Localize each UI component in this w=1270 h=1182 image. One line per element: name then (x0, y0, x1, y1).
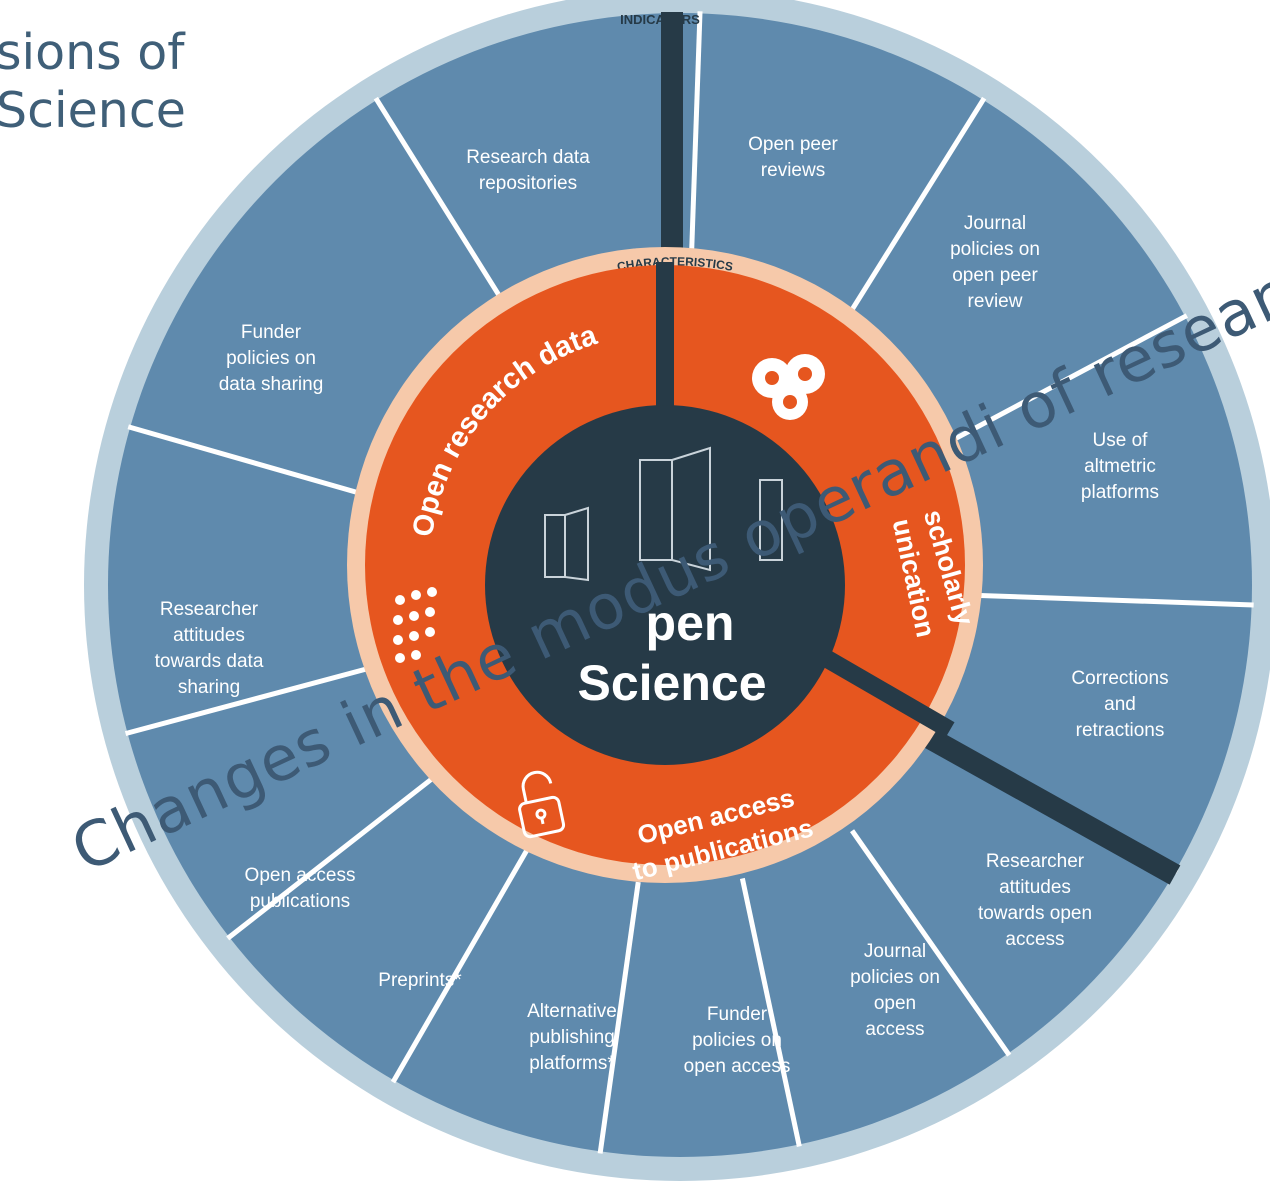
indicator-label-line: Alternative (527, 1001, 617, 1022)
indicator-label-line: publications (250, 891, 350, 912)
indicator-label-line: attitudes (999, 877, 1071, 898)
center-disc (485, 405, 845, 765)
indicator-divider (739, 877, 802, 1147)
indicator-label-line: Funder (707, 1004, 768, 1025)
indicator-label-line: access (1005, 929, 1064, 950)
indicator-label-line: policies on (692, 1030, 782, 1051)
indicator-label-line: platforms (1081, 482, 1159, 503)
indicator-dividers (124, 11, 1254, 1154)
indicator-divider (373, 96, 524, 332)
center-title-line1: pen (646, 595, 735, 651)
indicator-label-line: policies on (850, 967, 940, 988)
indicator-divider (124, 660, 391, 736)
indicator-label-line: altmetric (1084, 456, 1156, 477)
center-title-line2: Science (577, 655, 766, 711)
indicator-labels: Research data repositories Open peer review… (155, 134, 1169, 1077)
indicator-divider (226, 767, 446, 941)
indicator-label-line: retractions (1076, 720, 1165, 741)
indicator-divider (597, 881, 641, 1154)
indicator-label-line: sharing (178, 677, 240, 698)
indicator-label-line: policies on (950, 239, 1040, 260)
indicators-heading: INDICATORS (620, 12, 700, 27)
indicator-label-line: open access (684, 1056, 791, 1077)
slide-title-line-2: Science (0, 82, 186, 139)
padlock-icon (518, 770, 566, 839)
indicator-label-line: publishing (529, 1027, 615, 1048)
indicator-label-line: Researcher (986, 851, 1085, 872)
indicator-label-line: Researcher (160, 599, 259, 620)
indicator-divider (850, 829, 1012, 1057)
indicator-label-line: Research data (466, 147, 590, 168)
indicator-label-line: data sharing (219, 374, 324, 395)
indicator-label-line: Open access (245, 865, 356, 886)
indicator-divider (836, 96, 987, 332)
indicator-label-line: Preprints* (378, 970, 462, 991)
indicator-label-line: towards data (155, 651, 264, 672)
doors-icon (544, 446, 783, 582)
indicator-divider (390, 843, 533, 1084)
indicator-label-line: Open peer (748, 134, 838, 155)
indicator-label-line: Funder (241, 322, 302, 343)
indicator-label-line: policies on (226, 348, 316, 369)
indicator-label-line: reviews (761, 160, 825, 181)
indicator-label-line: access (865, 1019, 924, 1040)
network-dots-icon (393, 587, 437, 663)
indicator-label-line: Use of (1093, 430, 1149, 451)
indicator-label-line: open peer (952, 265, 1038, 286)
indicator-label-line: repositories (479, 173, 577, 194)
indicator-divider (127, 424, 393, 505)
slide-title-line-1: sions of (0, 24, 185, 81)
indicator-label-line: Journal (864, 941, 926, 962)
indicator-label-line: open (874, 993, 916, 1014)
people-dialog-icon (752, 354, 825, 420)
indicator-label-line: and (1104, 694, 1136, 715)
indicator-label-line: platforms* (529, 1053, 615, 1074)
slide-title: sions of Science (0, 24, 186, 140)
indicator-divider (979, 592, 1254, 608)
indicator-label-line: Journal (964, 213, 1026, 234)
indicator-divider (943, 313, 1188, 447)
indicator-label-line: attitudes (173, 625, 245, 646)
indicator-label-line: Corrections (1071, 668, 1168, 689)
indicator-divider (687, 11, 703, 286)
indicator-label-line: review (968, 291, 1023, 312)
indicator-label-line: towards open (978, 903, 1092, 924)
